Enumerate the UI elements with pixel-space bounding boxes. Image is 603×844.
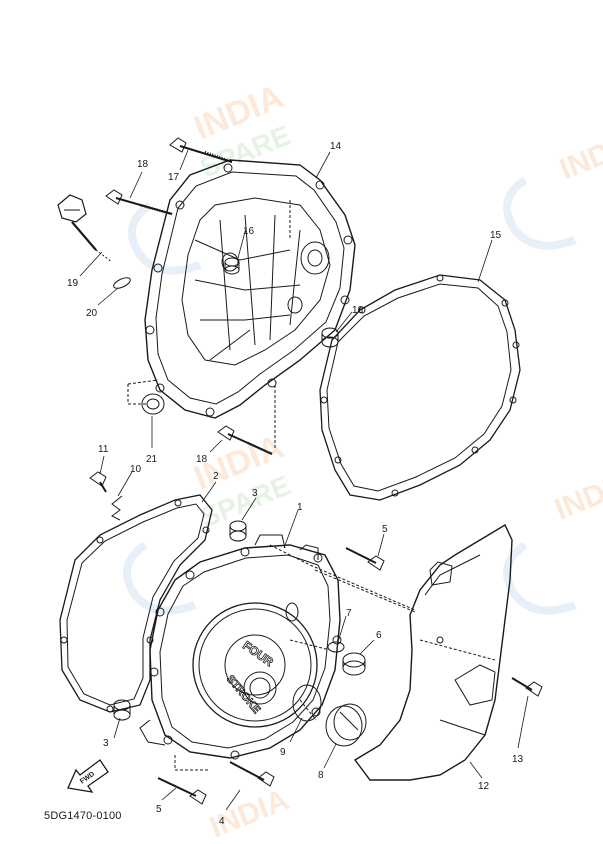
bolt-17 <box>169 137 233 164</box>
cover-embossed-text: FOUR STROKE <box>223 638 276 717</box>
callout-16-lower: 16 <box>352 305 364 316</box>
diagram-part-code: 5DG1470-0100 <box>44 810 122 822</box>
callout-10: 10 <box>130 464 142 475</box>
watermark-top-right: INDIA <box>503 125 603 250</box>
callout-14: 14 <box>330 141 342 152</box>
callout-5-upper: 5 <box>382 524 388 535</box>
o-ring-20 <box>113 277 131 289</box>
callout-6: 6 <box>376 630 382 641</box>
bolt-4 <box>229 761 275 787</box>
o-ring-9 <box>292 684 322 722</box>
callout-18-lower: 18 <box>196 454 208 465</box>
watermark-text-india: INDIA <box>205 783 293 844</box>
watermark-mid-right: INDIA <box>503 465 603 615</box>
clip-10 <box>111 495 123 521</box>
callout-20: 20 <box>86 308 98 319</box>
callout-3-upper: 3 <box>252 488 258 499</box>
callout-4: 4 <box>219 816 225 827</box>
callout-5-lower: 5 <box>156 804 162 815</box>
plug-8 <box>325 703 367 747</box>
callout-12: 12 <box>478 781 490 792</box>
crankcase-cover-upper <box>127 159 356 450</box>
callout-11: 11 <box>98 444 109 455</box>
bolt-11 <box>89 471 107 493</box>
watermark-text-india: INDIA <box>550 465 603 526</box>
oil-seal-21 <box>141 393 165 415</box>
fwd-arrow <box>67 759 109 793</box>
gasket-15 <box>319 274 521 501</box>
callout-16-upper: 16 <box>243 226 255 237</box>
callout-2: 2 <box>213 471 219 482</box>
bolt-18-upper <box>105 189 173 216</box>
dowel-pin-16-upper <box>224 257 240 275</box>
bolt-18-lower <box>217 425 273 456</box>
dowel-pin-16-lower <box>321 327 339 348</box>
callout-8: 8 <box>318 770 324 781</box>
fwd-label: FWD <box>79 771 96 786</box>
bolt-5-upper <box>345 547 385 571</box>
watermark-bottom: INDIA <box>205 783 293 844</box>
dowel-pin-3-lower <box>113 699 131 721</box>
watermark-text-india: INDIA <box>555 125 603 186</box>
bolt-13 <box>511 677 543 697</box>
callout-1: 1 <box>297 502 303 513</box>
plug-6 <box>342 652 366 676</box>
callout-9: 9 <box>280 747 286 758</box>
callout-13: 13 <box>512 754 524 765</box>
gasket-2 <box>59 494 213 713</box>
dowel-pin-3-upper <box>229 520 247 542</box>
callout-17: 17 <box>168 172 180 183</box>
callout-7: 7 <box>346 608 352 619</box>
leader-lines <box>79 149 529 811</box>
cover-text-four: FOUR <box>240 638 276 669</box>
crankcase-cover-1 <box>139 534 416 771</box>
o-ring-7 <box>327 641 345 653</box>
callout-19: 19 <box>67 278 79 289</box>
callout-15: 15 <box>490 230 502 241</box>
callout-21: 21 <box>146 454 158 465</box>
callout-18-upper: 18 <box>137 159 149 170</box>
bolt-5-lower <box>157 777 207 805</box>
oil-filler-plug-19 <box>57 194 113 263</box>
callout-3-lower: 3 <box>103 738 109 749</box>
sprocket-cover-12 <box>353 524 513 781</box>
callout-labels: 14 18 17 16 15 19 20 16 21 18 11 10 2 3 … <box>67 141 524 827</box>
